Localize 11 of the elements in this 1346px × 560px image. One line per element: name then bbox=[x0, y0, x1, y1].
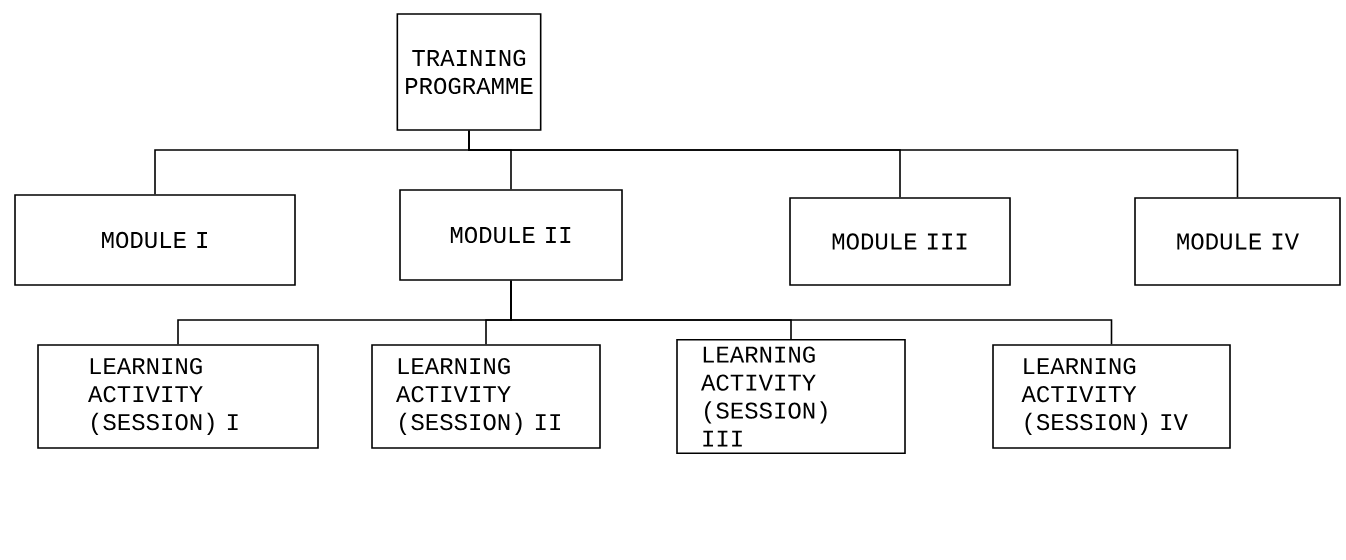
module-box: MODULE IV bbox=[1134, 197, 1341, 286]
session-box: LEARNING ACTIVITY (SESSION) I bbox=[37, 344, 319, 449]
module-box: MODULE I bbox=[14, 194, 296, 286]
session-box: LEARNING ACTIVITY (SESSION) IV bbox=[992, 344, 1231, 449]
module-box: TRAINING PROGRAMME bbox=[396, 13, 542, 131]
session-box: LEARNING ACTIVITY (SESSION) II bbox=[371, 344, 601, 449]
connector-line bbox=[468, 130, 1239, 198]
session-box: LEARNING ACTIVITY (SESSION) III bbox=[676, 339, 906, 454]
module-box: MODULE II bbox=[399, 189, 623, 281]
connector-line bbox=[510, 280, 1113, 345]
module-box: MODULE III bbox=[789, 197, 1011, 286]
